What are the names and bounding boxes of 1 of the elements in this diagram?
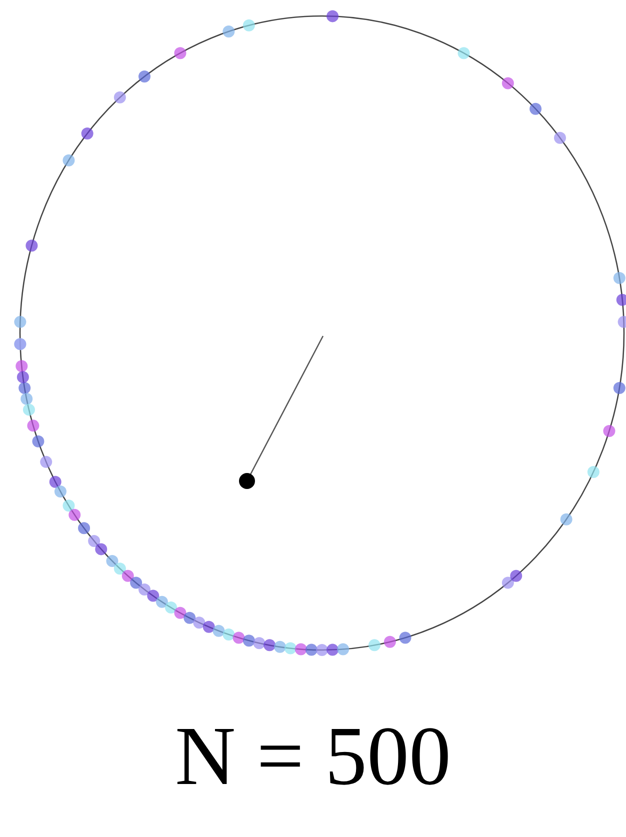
caption-text: N = 500 [174,715,452,799]
